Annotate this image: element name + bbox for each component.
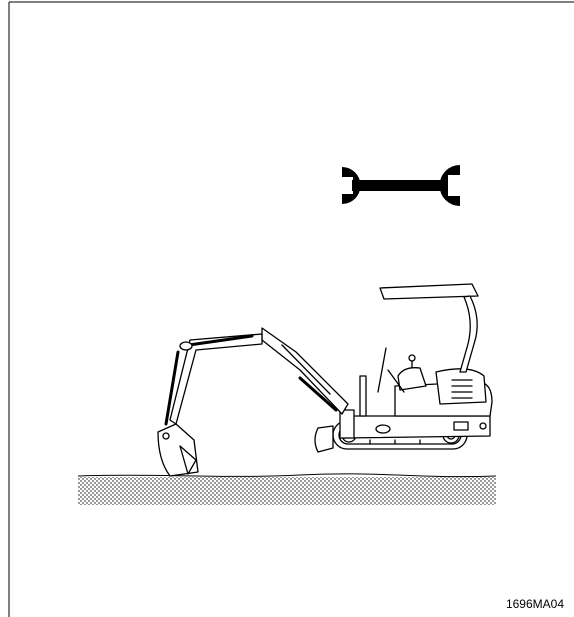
dozer-blade	[314, 425, 334, 453]
wrench-icon	[342, 165, 460, 206]
ground	[77, 473, 497, 505]
excavator-illustration	[157, 283, 493, 477]
upper-body	[343, 368, 493, 439]
figure-caption: 1696MA04	[505, 597, 564, 611]
operator-seat	[397, 367, 427, 391]
boom	[261, 327, 349, 415]
figure-border	[8, 1, 574, 617]
canopy	[379, 283, 479, 373]
